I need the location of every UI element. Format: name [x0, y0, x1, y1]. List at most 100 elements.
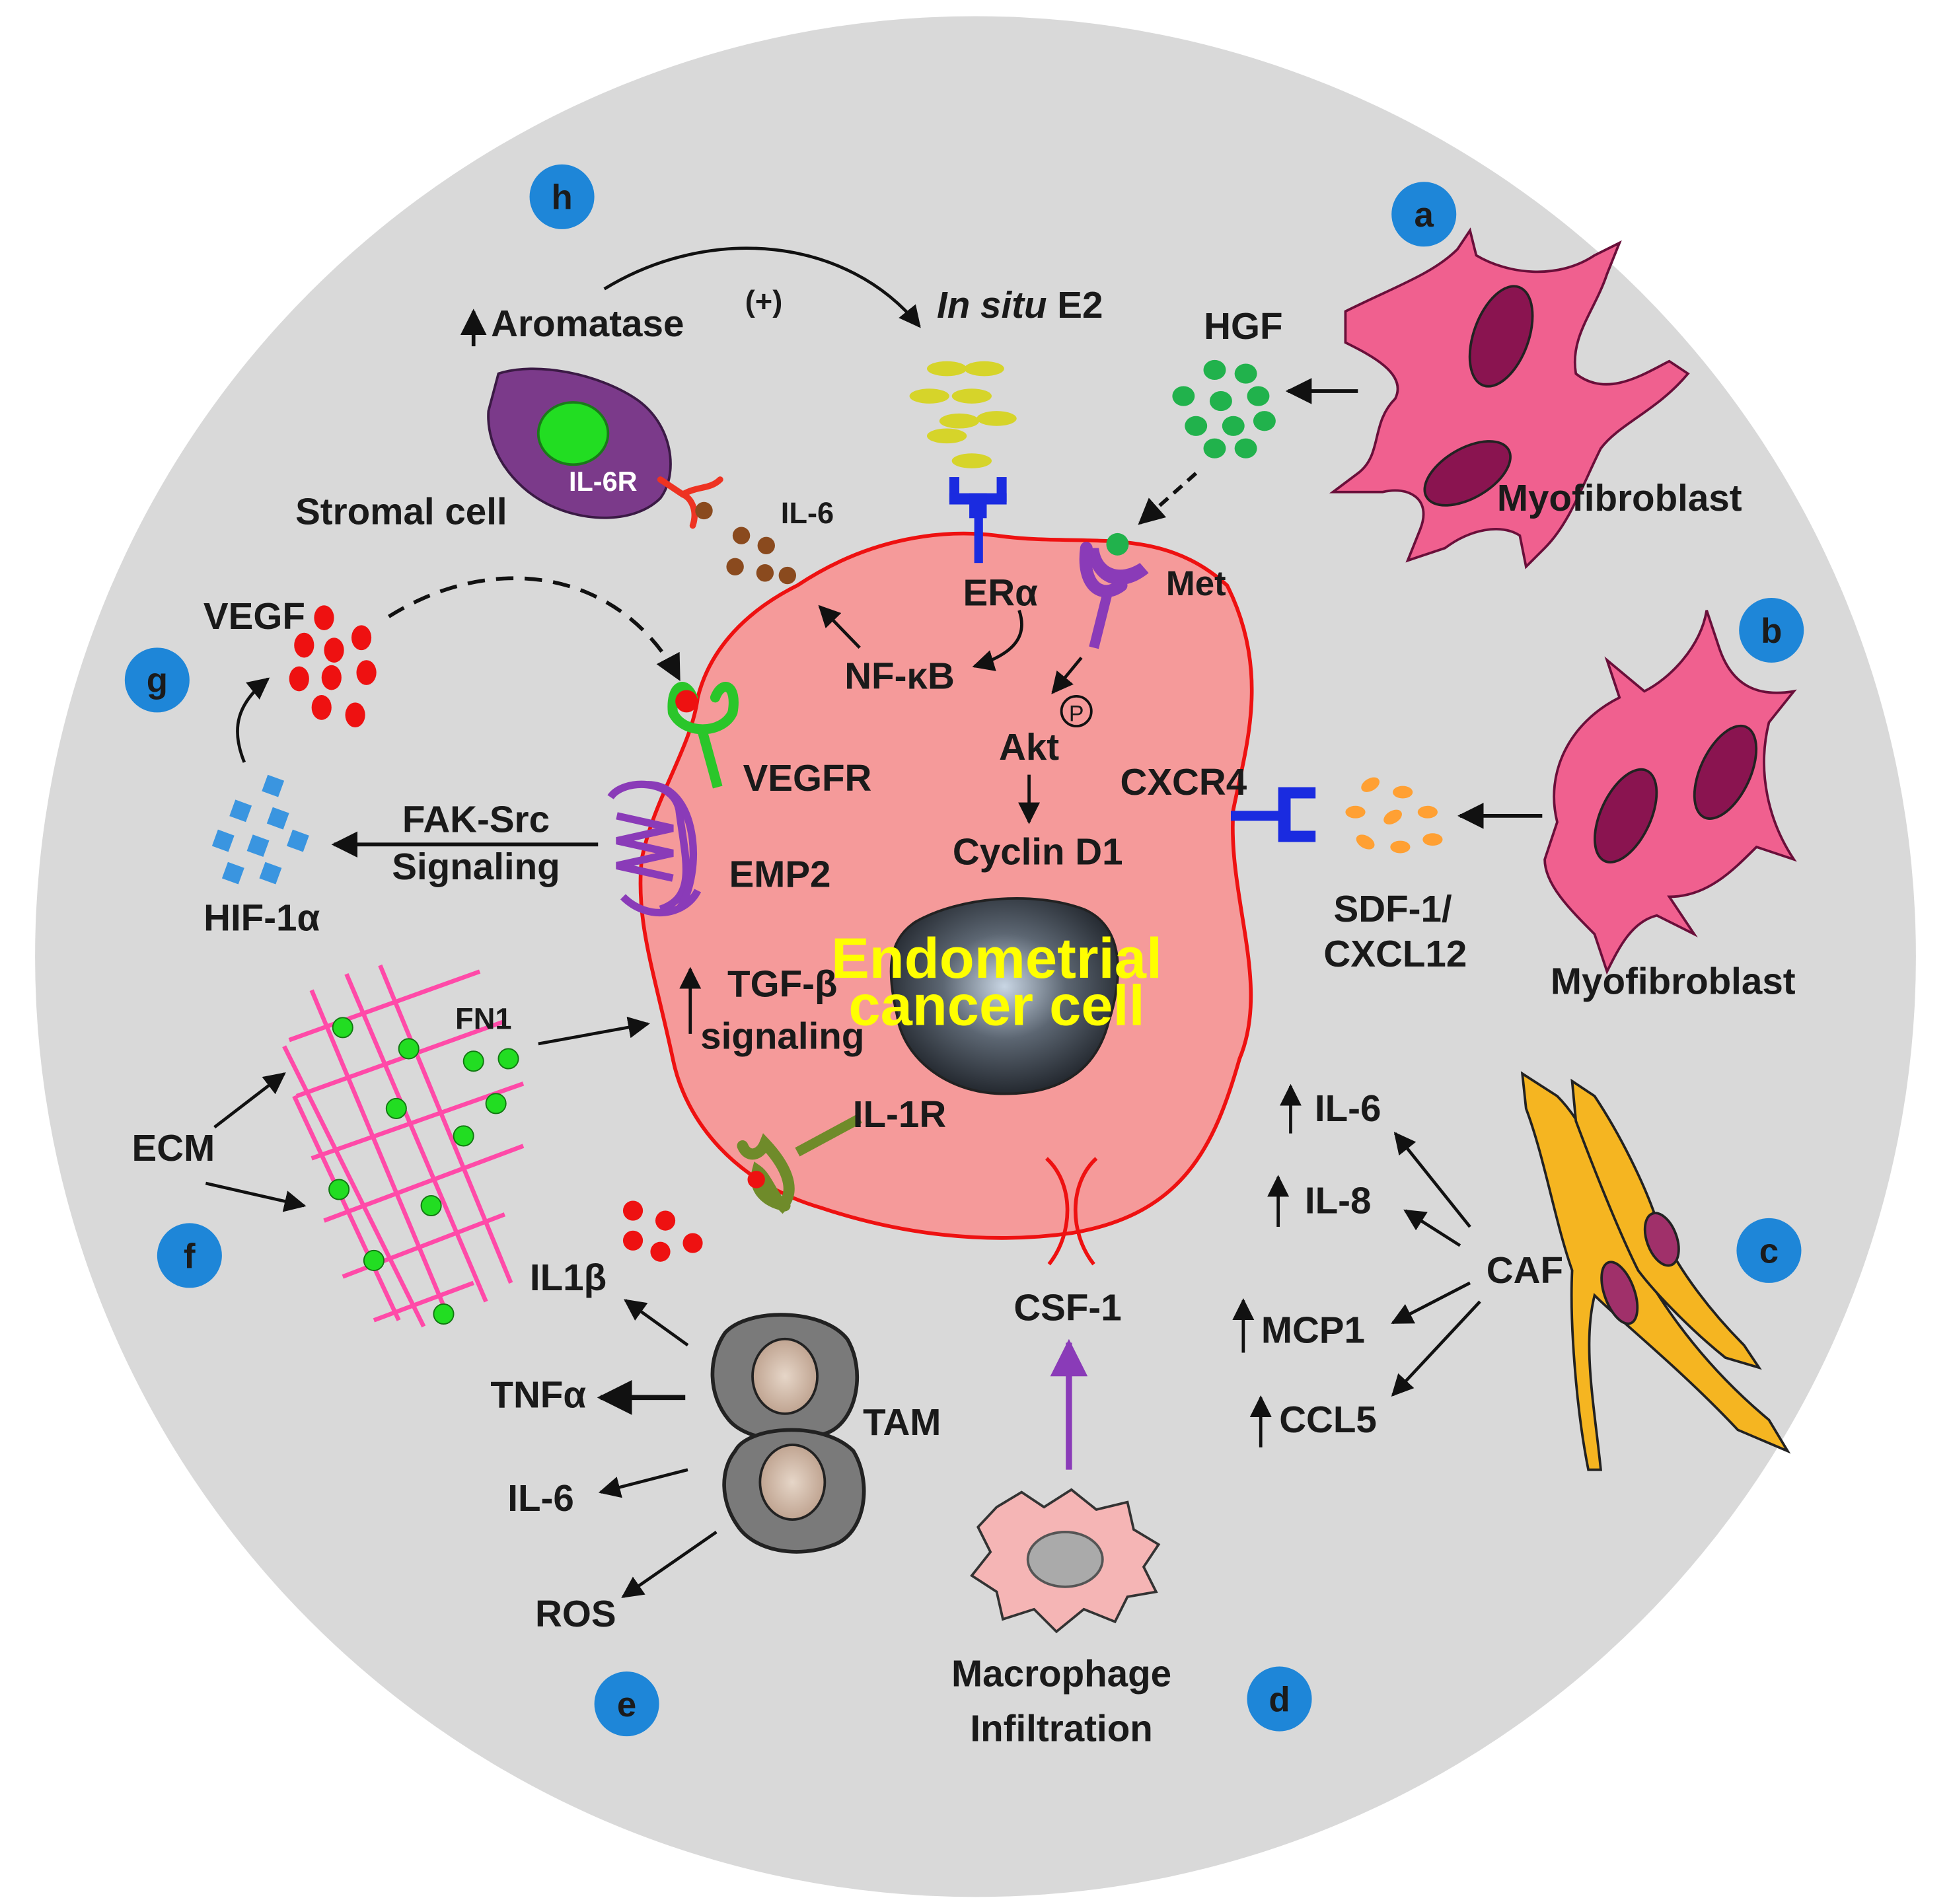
aromatase-label: Aromatase — [491, 303, 684, 344]
csf1-label: CSF-1 — [1013, 1286, 1121, 1328]
tgf-label-line1: TGF-β — [727, 963, 837, 1004]
arrow-caf-to-il8 — [1403, 1209, 1461, 1247]
sdf1-label-line1: SDF-1/ — [1334, 888, 1452, 930]
tnfa-label: TNFα — [490, 1373, 586, 1415]
era-label: ERα — [963, 571, 1039, 613]
fak-label-line2: Signaling — [392, 846, 560, 887]
svg-text:d: d — [1269, 1680, 1290, 1719]
badge-a: a — [1391, 182, 1457, 247]
vegfr-receptor — [667, 682, 739, 789]
il1b-label: IL1β — [530, 1257, 607, 1298]
arrow-fn1-to-tgf — [538, 1016, 650, 1046]
macrophage-label-line2: Infiltration — [970, 1708, 1152, 1749]
sdf1-dots — [1345, 777, 1443, 854]
stromal-cell-label: Stromal cell — [295, 491, 507, 532]
arrow-ecm-up — [213, 1072, 286, 1129]
badge-b: b — [1739, 597, 1804, 663]
hgf-dots — [1172, 359, 1276, 458]
emp2-receptor — [607, 780, 702, 917]
arrow-tam-to-ros — [621, 1531, 718, 1598]
csf1-receptor — [1045, 1157, 1098, 1266]
arrow-caf-to-il6 — [1393, 1132, 1471, 1228]
met-receptor — [1079, 532, 1149, 649]
myofibroblast-b — [1543, 610, 1797, 975]
il6-dots-top — [695, 501, 797, 585]
macrophage — [970, 1488, 1161, 1634]
badge-h: h — [529, 164, 595, 229]
sdf1-label-line2: CXCL12 — [1323, 933, 1467, 974]
svg-text:e: e — [617, 1685, 636, 1724]
caf-cells — [1520, 1071, 1791, 1471]
nucleus-label-line2: cancer cell — [848, 974, 1144, 1038]
macrophage-label-line1: Macrophage — [951, 1653, 1171, 1695]
caf-label: CAF — [1487, 1249, 1563, 1291]
svg-text:P: P — [1069, 702, 1084, 727]
il6r-receptor — [657, 476, 723, 529]
arrow-tam-to-il1b — [624, 1299, 689, 1347]
arrow-aromatase-to-e2 — [603, 246, 921, 328]
myofibroblast-a — [1329, 227, 1690, 569]
badge-g: g — [124, 647, 190, 713]
insitu-e2-label: In situ E2 — [937, 284, 1103, 326]
ecm-mesh — [282, 964, 525, 1328]
arrow-hgf-to-met — [1138, 472, 1198, 525]
ccl5-label: CCL5 — [1279, 1399, 1377, 1440]
badge-d: d — [1247, 1666, 1312, 1732]
hgf-label: HGF — [1204, 305, 1282, 347]
arrow-vegf-to-vegfr — [388, 576, 681, 681]
tgf-label-line2: signaling — [700, 1015, 864, 1056]
svg-text:g: g — [147, 661, 168, 700]
arrow-tam-to-il6 — [598, 1468, 688, 1498]
il1r-receptor — [737, 1114, 862, 1214]
arrow-era-to-nfkb — [972, 610, 1023, 671]
svg-text:c: c — [1759, 1232, 1779, 1271]
svg-text:b: b — [1761, 612, 1782, 651]
cxcr4-receptor — [1230, 787, 1316, 842]
badge-e: e — [594, 1671, 659, 1737]
ros-label: ROS — [535, 1593, 616, 1634]
nfkb-label: NF-κB — [844, 655, 955, 697]
era-receptor — [949, 477, 1007, 564]
arrow-met-to-akt — [1051, 656, 1083, 694]
akt-label: Akt — [999, 726, 1059, 768]
phosphate-icon: P — [1060, 695, 1093, 728]
fak-label-line1: FAK-Src — [402, 798, 550, 840]
cyclin-d1-label: Cyclin D1 — [953, 830, 1123, 872]
badge-c: c — [1736, 1218, 1802, 1283]
mcp1-label: MCP1 — [1261, 1309, 1365, 1350]
arrow-caf-to-ccl5 — [1391, 1300, 1481, 1397]
cancer-nucleus — [889, 897, 1119, 1095]
arrow-hif-to-vegf — [236, 677, 270, 763]
met-label: Met — [1166, 564, 1226, 603]
vegf-label: VEGF — [203, 595, 305, 637]
myofibroblast-b-label: Myofibroblast — [1551, 960, 1796, 1002]
arrow-ecm-down — [205, 1181, 307, 1212]
cxcr4-label: CXCR4 — [1121, 761, 1247, 803]
il6-tam-label: IL-6 — [507, 1477, 574, 1519]
estrogen-dots — [909, 361, 1017, 468]
badge-f: f — [157, 1223, 222, 1288]
tam-cells — [710, 1313, 866, 1554]
arrow-nfkb-to-il6 — [818, 604, 861, 649]
fn1-label: FN1 — [455, 1002, 511, 1035]
hif-squares — [211, 774, 309, 885]
ecm-label: ECM — [132, 1127, 215, 1169]
hif-label: HIF-1α — [203, 897, 320, 938]
nucleus-label-line1: Endometrial — [831, 926, 1162, 990]
vegf-dots — [289, 605, 377, 728]
il1r-label: IL-1R — [853, 1093, 946, 1135]
il6r-label: IL-6R — [569, 466, 638, 497]
ecm-fn1-dots — [328, 1017, 519, 1325]
il6-caf-label: IL-6 — [1315, 1087, 1381, 1129]
svg-text:h: h — [551, 178, 572, 217]
tam-label: TAM — [863, 1401, 941, 1443]
stromal-cell — [487, 367, 672, 519]
arrow-caf-to-mcp1 — [1391, 1281, 1471, 1325]
il8-label: IL-8 — [1305, 1179, 1372, 1221]
svg-text:a: a — [1415, 196, 1434, 235]
plus-label: (+) — [745, 284, 783, 318]
vegfr-label: VEGFR — [743, 757, 872, 799]
myofibroblast-a-label: Myofibroblast — [1497, 477, 1742, 519]
